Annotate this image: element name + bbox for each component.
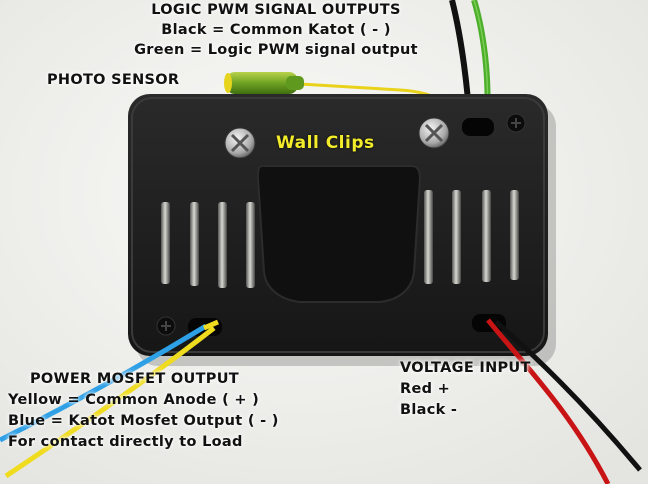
voltage-input-label: VOLTAGE INPUT Red + Black -	[400, 358, 531, 421]
screw-bottom-left-icon	[156, 316, 176, 336]
enclosure-rim	[131, 97, 545, 353]
logic-title: LOGIC PWM SIGNAL OUTPUTS	[151, 2, 401, 18]
screw-right-icon	[418, 117, 450, 149]
cable-hole-top	[462, 118, 494, 136]
logic-line-black: Black = Common Katot ( - )	[161, 22, 391, 38]
voltage-title: VOLTAGE INPUT	[400, 360, 531, 376]
photo-sensor-icon	[224, 72, 304, 94]
vent-slots-right	[424, 190, 519, 284]
wire-black-bottom	[494, 320, 642, 472]
wire-yellow	[4, 326, 216, 479]
wire-blue	[0, 323, 208, 443]
power-mosfet-output-label: POWER MOSFET OUTPUT Yellow = Common Anod…	[8, 369, 279, 453]
power-title: POWER MOSFET OUTPUT	[30, 371, 239, 387]
power-line-load: For contact directly to Load	[8, 434, 243, 450]
vent-slots-left	[161, 202, 255, 288]
power-line-yellow: Yellow = Common Anode ( + )	[8, 392, 260, 408]
power-line-blue: Blue = Katot Mosfet Output ( - )	[8, 413, 279, 429]
voltage-line-black: Black -	[400, 402, 458, 418]
screw-left-icon	[224, 127, 256, 159]
wire-yellow-tip	[203, 319, 219, 331]
voltage-line-red: Red +	[400, 381, 451, 397]
logic-line-green: Green = Logic PWM signal output	[134, 42, 418, 58]
photo-sensor-label: PHOTO SENSOR	[47, 72, 180, 88]
wire-red	[486, 318, 611, 484]
wall-clip-recess	[256, 165, 422, 303]
screw-top-right-icon	[506, 113, 526, 133]
logic-pwm-outputs-label: LOGIC PWM SIGNAL OUTPUTS Black = Common …	[96, 0, 456, 60]
wall-clips-label: Wall Clips	[276, 133, 375, 153]
